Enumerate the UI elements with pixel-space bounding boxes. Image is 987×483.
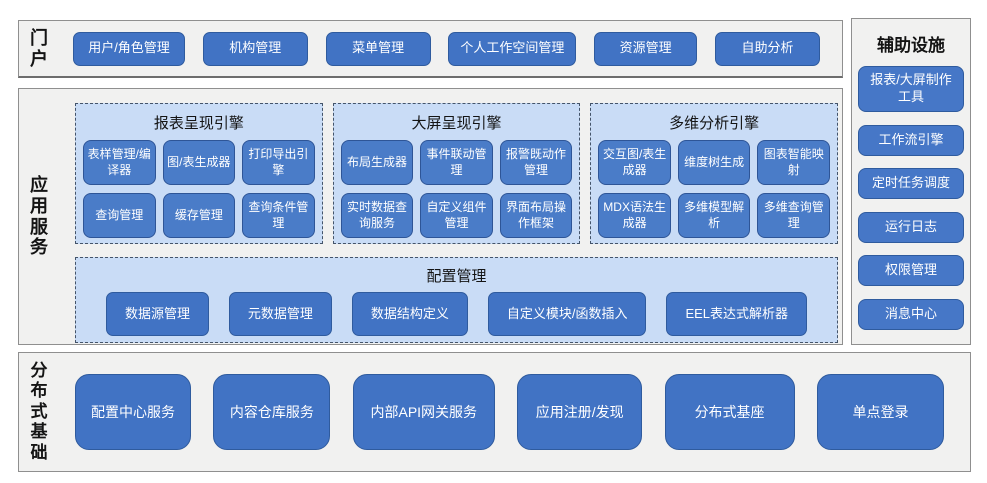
portal-button[interactable]: 菜单管理 [325,31,431,66]
config-button[interactable]: 元数据管理 [228,292,332,336]
engine-button-grid: 交互图/表生成器 维度树生成 图表智能映射 MDX语法生成器 多维模型解析 多维… [598,140,830,238]
distributed-section-label: 分布式基础 [30,361,48,462]
auxiliary-button[interactable]: 权限管理 [858,255,964,286]
auxiliary-section-label: 辅助设施 [877,36,945,55]
engine-button-grid: 布局生成器 事件联动管理 报警既动作管理 实时数据查询服务 自定义组件管理 界面… [340,140,573,238]
auxiliary-button[interactable]: 工作流引擎 [858,124,964,156]
app-services-section-label: 应用服务 [30,174,48,258]
portal-button[interactable]: 个人工作空间管理 [448,31,577,66]
auxiliary-button[interactable]: 运行日志 [858,211,964,243]
config-button[interactable]: 数据结构定义 [351,292,468,336]
config-button[interactable]: 数据源管理 [105,292,209,336]
engine-button[interactable]: 多维查询管理 [757,193,830,238]
engine-box-olap: 多维分析引擎 交互图/表生成器 维度树生成 图表智能映射 MDX语法生成器 多维… [590,103,839,244]
engine-title: 大屏呈现引擎 [411,115,502,132]
engine-button[interactable]: 图表智能映射 [757,140,830,185]
engine-button[interactable]: 多维模型解析 [677,193,751,238]
engine-button[interactable]: 报警既动作管理 [499,140,573,185]
engine-button[interactable]: 实时数据查询服务 [340,193,414,238]
engine-button[interactable]: 打印导出引擎 [242,140,315,185]
engine-button[interactable]: MDX语法生成器 [598,193,671,238]
distributed-button[interactable]: 单点登录 [816,374,944,450]
portal-section: 门户 用户/角色管理 机构管理 菜单管理 个人工作空间管理 资源管理 自助分析 [18,20,843,78]
engine-button[interactable]: 维度树生成 [677,140,751,185]
engine-button[interactable]: 交互图/表生成器 [598,140,671,185]
engines-row: 报表呈现引擎 表样管理/编译器 图/表生成器 打印导出引擎 查询管理 缓存管理 … [75,103,839,244]
portal-button[interactable]: 自助分析 [714,31,820,66]
auxiliary-section: 辅助设施 报表/大屏制作工具 工作流引擎 定时任务调度 运行日志 权限管理 消息… [851,18,971,345]
distributed-button[interactable]: 内部API网关服务 [352,374,495,450]
auxiliary-button[interactable]: 定时任务调度 [858,168,964,199]
config-button-row: 数据源管理 元数据管理 数据结构定义 自定义模块/函数插入 EEL表达式解析器 [86,292,827,336]
app-services-content: 报表呈现引擎 表样管理/编译器 图/表生成器 打印导出引擎 查询管理 缓存管理 … [59,89,842,344]
engine-button[interactable]: 查询管理 [83,193,156,238]
portal-button-row: 用户/角色管理 机构管理 菜单管理 个人工作空间管理 资源管理 自助分析 [59,31,842,66]
engine-button[interactable]: 界面布局操作框架 [499,193,573,238]
engine-button[interactable]: 查询条件管理 [242,193,315,238]
auxiliary-button[interactable]: 报表/大屏制作工具 [858,66,964,112]
engine-button[interactable]: 布局生成器 [340,140,414,185]
portal-button[interactable]: 机构管理 [202,31,308,66]
distributed-button[interactable]: 分布式基座 [664,374,795,450]
distributed-button-row: 配置中心服务 内容仓库服务 内部API网关服务 应用注册/发现 分布式基座 单点… [59,374,970,450]
engine-button[interactable]: 缓存管理 [162,193,236,238]
config-button[interactable]: 自定义模块/函数插入 [487,292,647,336]
auxiliary-button[interactable]: 消息中心 [858,298,964,330]
engine-button[interactable]: 自定义组件管理 [420,193,493,238]
distributed-button[interactable]: 配置中心服务 [75,374,191,450]
config-title: 配置管理 [426,268,487,285]
portal-button[interactable]: 资源管理 [594,31,698,66]
engine-title: 多维分析引擎 [669,115,760,132]
portal-section-label: 门户 [30,27,48,69]
config-button[interactable]: EEL表达式解析器 [666,292,808,336]
engine-box-report: 报表呈现引擎 表样管理/编译器 图/表生成器 打印导出引擎 查询管理 缓存管理 … [75,103,323,244]
engine-box-bigscreen: 大屏呈现引擎 布局生成器 事件联动管理 报警既动作管理 实时数据查询服务 自定义… [332,103,581,244]
distributed-button[interactable]: 应用注册/发现 [517,374,643,450]
app-services-section: 应用服务 报表呈现引擎 表样管理/编译器 图/表生成器 打印导出引擎 查询管理 … [18,88,843,345]
distributed-section: 分布式基础 配置中心服务 内容仓库服务 内部API网关服务 应用注册/发现 分布… [18,352,971,472]
engine-button[interactable]: 表样管理/编译器 [83,140,156,185]
engine-button[interactable]: 图/表生成器 [162,140,236,185]
engine-title: 报表呈现引擎 [153,115,244,132]
auxiliary-button-column: 报表/大屏制作工具 工作流引擎 定时任务调度 运行日志 权限管理 消息中心 [852,66,970,330]
portal-button[interactable]: 用户/角色管理 [73,31,185,66]
distributed-button[interactable]: 内容仓库服务 [213,374,331,450]
config-management-box: 配置管理 数据源管理 元数据管理 数据结构定义 自定义模块/函数插入 EEL表达… [75,257,838,343]
engine-button-grid: 表样管理/编译器 图/表生成器 打印导出引擎 查询管理 缓存管理 查询条件管理 [83,140,315,238]
engine-button[interactable]: 事件联动管理 [420,140,493,185]
